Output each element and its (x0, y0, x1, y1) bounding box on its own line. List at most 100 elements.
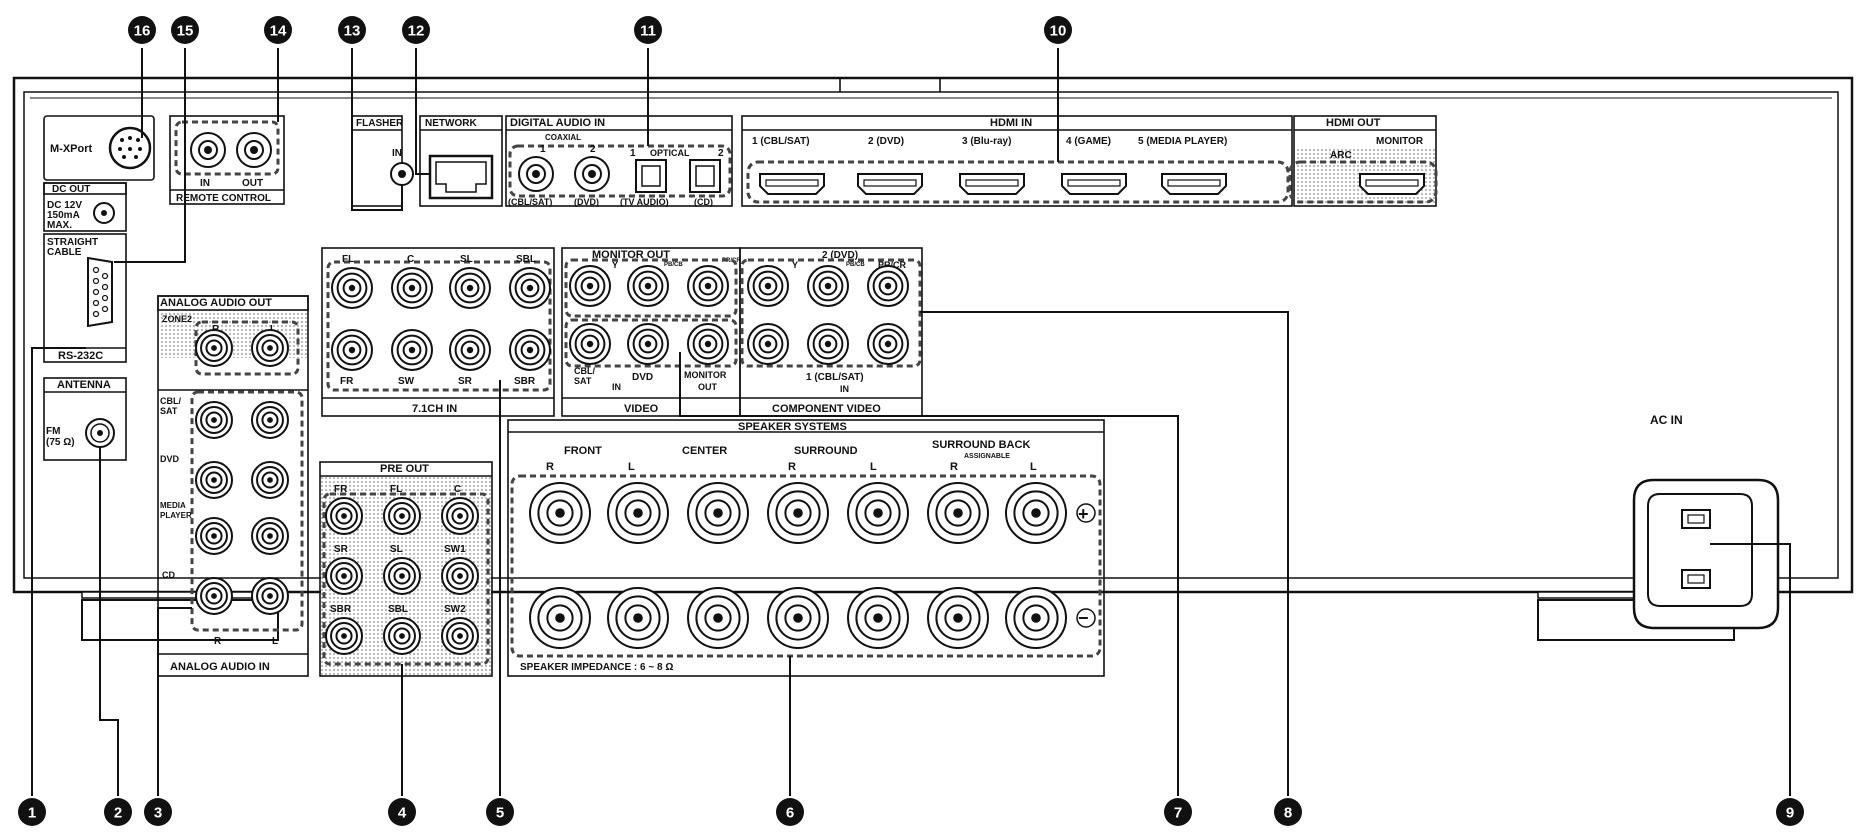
component-in-jack[interactable] (807, 323, 849, 365)
hdmi-in-5-port[interactable] (1161, 173, 1227, 195)
speaker-terminal-minus[interactable] (847, 587, 909, 649)
svg-text:MONITOR OUT: MONITOR OUT (592, 249, 670, 261)
svg-text:12: 12 (408, 23, 425, 40)
video-jack[interactable] (627, 323, 669, 365)
svg-text:SAT: SAT (574, 376, 592, 386)
svg-text:VIDEO: VIDEO (624, 403, 659, 415)
hdmi-in-1-port[interactable] (759, 173, 825, 195)
svg-text:L: L (870, 461, 877, 473)
video-jack[interactable] (687, 323, 729, 365)
speaker-terminal-minus[interactable] (529, 587, 591, 649)
svg-text:SW: SW (398, 376, 415, 387)
analog-in-jack[interactable] (195, 577, 233, 615)
svg-text:4: 4 (398, 805, 407, 822)
ch71-in-jack[interactable] (449, 329, 491, 371)
antenna-section: ANTENNA FM (75 Ω) (43, 377, 127, 461)
monitor-out-jack[interactable] (627, 265, 669, 307)
svg-text:IN: IN (840, 384, 849, 394)
svg-text:FL: FL (390, 484, 402, 495)
speaker-terminal-plus[interactable] (529, 482, 591, 544)
analog-in-jack[interactable] (251, 401, 289, 439)
analog-in-jack[interactable] (195, 401, 233, 439)
analog-in-jack[interactable] (251, 461, 289, 499)
speaker-terminal-minus[interactable] (607, 587, 669, 649)
pre-out-jack[interactable] (441, 557, 479, 595)
hdmi-in-2-port[interactable] (857, 173, 923, 195)
monitor-out-jack[interactable] (569, 265, 611, 307)
svg-text:NETWORK: NETWORK (425, 118, 477, 129)
callout-badge-15: 15 (171, 16, 199, 44)
ch71-in-jack[interactable] (331, 329, 373, 371)
ch71-in-jack[interactable] (331, 267, 373, 309)
ch71-in-jack[interactable] (509, 267, 551, 309)
digital-audio-in-section: DIGITAL AUDIO IN COAXIAL OPTICAL 1 2 1 2… (505, 115, 733, 207)
speaker-terminal-minus[interactable] (927, 587, 989, 649)
svg-text:5: 5 (496, 805, 504, 822)
pre-out-jack[interactable] (325, 497, 363, 535)
pre-out-jack[interactable] (383, 617, 421, 655)
svg-text:IN: IN (392, 148, 402, 159)
svg-text:SL: SL (460, 254, 473, 265)
svg-text:FR: FR (334, 484, 348, 495)
svg-text:Y: Y (792, 260, 798, 270)
component-in-jack[interactable] (747, 323, 789, 365)
speaker-terminal-plus[interactable] (767, 482, 829, 544)
svg-text:STRAIGHT: STRAIGHT (47, 237, 98, 248)
rs232c-port[interactable] (87, 256, 113, 328)
ch71-in-jack[interactable] (509, 329, 551, 371)
svg-text:(75 Ω): (75 Ω) (46, 437, 75, 448)
speaker-terminal-minus[interactable] (687, 587, 749, 649)
svg-text:PLAYER: PLAYER (160, 511, 192, 520)
component-in-jack[interactable] (867, 265, 909, 307)
svg-text:PB/CB: PB/CB (846, 262, 865, 268)
svg-text:OUT: OUT (698, 382, 718, 392)
svg-text:(DVD): (DVD) (574, 197, 599, 207)
svg-text:SURROUND BACK: SURROUND BACK (932, 439, 1030, 451)
pre-out-jack[interactable] (383, 497, 421, 535)
analog-in-jack[interactable] (251, 517, 289, 555)
component-in-jack[interactable] (747, 265, 789, 307)
svg-text:3 (Blu-ray): 3 (Blu-ray) (962, 136, 1011, 147)
component-in-jack[interactable] (867, 323, 909, 365)
analog-in-jack[interactable] (251, 577, 289, 615)
svg-text:CABLE: CABLE (47, 247, 82, 258)
svg-text:2 (DVD): 2 (DVD) (822, 250, 858, 261)
speaker-terminal-plus[interactable] (1005, 482, 1067, 544)
zone2-out-jack[interactable] (251, 329, 289, 367)
ch71-in-jack[interactable] (449, 267, 491, 309)
hdmi-in-4-port[interactable] (1061, 173, 1127, 195)
analog-in-jack[interactable] (195, 517, 233, 555)
pre-out-jack[interactable] (325, 557, 363, 595)
pre-out-jack[interactable] (383, 557, 421, 595)
svg-text:REMOTE CONTROL: REMOTE CONTROL (176, 193, 271, 204)
pre-out-jack[interactable] (441, 497, 479, 535)
remote-control-section: IN OUT REMOTE CONTROL (169, 115, 285, 205)
svg-text:1 (CBL/SAT): 1 (CBL/SAT) (806, 372, 864, 383)
monitor-out-jack[interactable] (687, 265, 729, 307)
video-jack[interactable] (569, 323, 611, 365)
speaker-terminal-minus[interactable] (767, 587, 829, 649)
component-in-jack[interactable] (807, 265, 849, 307)
svg-text:SPEAKER IMPEDANCE : 6 ~ 8 Ω: SPEAKER IMPEDANCE : 6 ~ 8 Ω (520, 662, 673, 673)
svg-text:SR: SR (334, 544, 349, 555)
video-section: MONITOR OUT Y PB/CB PR/CR CBL/ SAT IN DV… (561, 247, 741, 417)
svg-text:10: 10 (1050, 23, 1067, 40)
svg-text:SW1: SW1 (444, 544, 466, 555)
zone2-out-jack[interactable] (195, 329, 233, 367)
pre-out-jack[interactable] (325, 617, 363, 655)
svg-text:ARC: ARC (1330, 150, 1352, 161)
speaker-terminal-plus[interactable] (847, 482, 909, 544)
ch71-in-jack[interactable] (391, 329, 433, 371)
speaker-terminal-plus[interactable] (607, 482, 669, 544)
speaker-terminal-plus[interactable] (687, 482, 749, 544)
hdmi-out-monitor-port[interactable] (1359, 173, 1425, 195)
speaker-terminal-minus[interactable] (1005, 587, 1067, 649)
ch71-in-jack[interactable] (391, 267, 433, 309)
analog-in-jack[interactable] (195, 461, 233, 499)
svg-text:IN: IN (200, 178, 210, 189)
hdmi-in-3-port[interactable] (959, 173, 1025, 195)
pre-out-jack[interactable] (441, 617, 479, 655)
svg-text:R: R (214, 636, 222, 647)
speaker-terminal-plus[interactable] (927, 482, 989, 544)
svg-text:14: 14 (270, 23, 287, 40)
